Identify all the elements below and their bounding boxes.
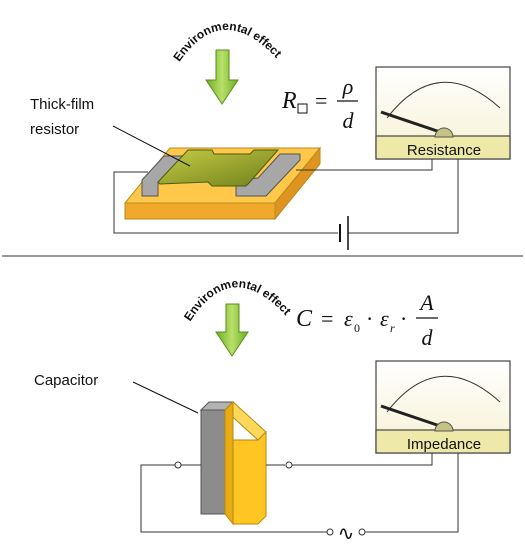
resistance-meter: Resistance <box>375 66 511 160</box>
meter-pivot-bottom <box>434 421 454 432</box>
impedance-meter: Impedance <box>375 360 511 454</box>
formula-epsilon-zero: ε <box>344 306 353 331</box>
ac-source-icon: ∿ <box>338 523 355 545</box>
substrate-side <box>274 146 321 221</box>
thick-film-label: Thick-film <box>30 96 94 113</box>
formula-d-bottom: d <box>422 325 434 350</box>
impedance-meter-label: Impedance <box>407 436 481 453</box>
environmental-effect-arrow-bottom <box>215 303 249 357</box>
environmental-effect-arrow-top <box>205 49 239 105</box>
capacitor-gray-plate <box>200 409 226 515</box>
thick-film-resistor <box>123 146 322 221</box>
formula-a: A <box>418 290 434 315</box>
resistor-label: resistor <box>30 121 79 138</box>
substrate-front <box>124 202 276 220</box>
meter-pivot <box>434 127 454 138</box>
resistor-circuit-wires <box>113 159 459 234</box>
meter-needle-bottom <box>380 404 444 429</box>
capacitance-formula: C = ε 0 · ε r · A d <box>296 290 438 350</box>
ac-terminal-right <box>358 528 366 536</box>
square-subscript-icon <box>297 103 308 114</box>
formula-d: d <box>343 108 355 133</box>
meter-needle <box>380 110 444 135</box>
capacitor-leader-line <box>132 381 199 414</box>
capacitor-device <box>199 400 267 526</box>
capacitor-label: Capacitor <box>34 372 98 389</box>
battery-symbol <box>339 216 349 250</box>
meter-scale-arc <box>386 81 501 119</box>
formula-c-symbol: C <box>296 306 313 332</box>
formula-r-symbol: R <box>281 88 297 114</box>
formula-dot-2: · <box>400 306 407 331</box>
terminal-right <box>285 461 293 469</box>
resistance-meter-label: Resistance <box>407 142 481 159</box>
formula-equals-bottom: = <box>321 306 333 331</box>
meter-scale-arc-bottom <box>386 375 501 413</box>
terminal-left <box>174 461 182 469</box>
resistive-film <box>157 149 280 187</box>
capacitor-plate-front <box>232 430 267 525</box>
bottom-panel: Environmental effect C = ε 0 · ε r · A d… <box>34 276 511 545</box>
capacitor-circuit-wires <box>140 453 459 533</box>
formula-rho: ρ <box>342 74 354 99</box>
formula-sub-zero: 0 <box>354 321 360 335</box>
resistor-leader-line <box>112 125 191 167</box>
formula-sub-r: r <box>390 321 395 335</box>
ac-terminal-left <box>326 528 334 536</box>
formula-dot-1: · <box>366 306 373 331</box>
resistance-formula: R = ρ d <box>281 74 358 133</box>
formula-equals: = <box>315 88 327 113</box>
capacitor-plate-side <box>224 400 234 526</box>
top-panel: Environmental effect R = ρ d Resistance <box>30 19 511 250</box>
formula-epsilon-r: ε <box>380 306 389 331</box>
